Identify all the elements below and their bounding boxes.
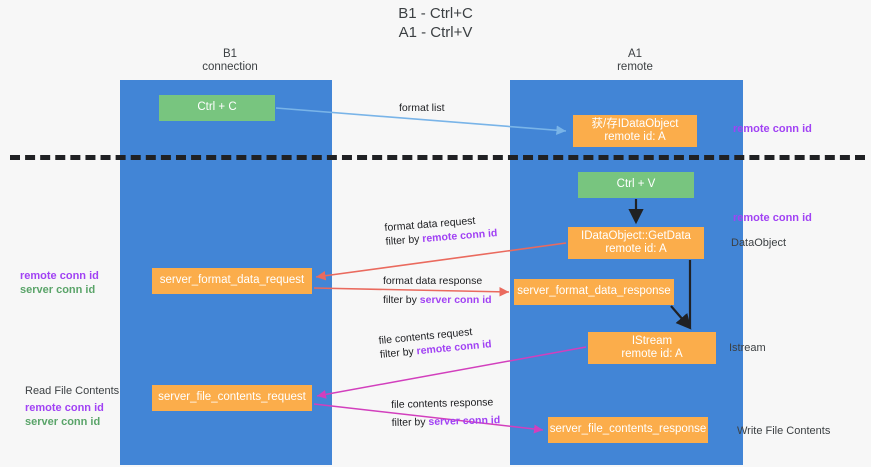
node-getdata-line1: IDataObject::GetData <box>581 229 691 242</box>
edge-label-format-data-request: format data request filter by remote con… <box>384 212 498 249</box>
filter-key: server conn id <box>419 294 492 306</box>
node-server-format-data-request[interactable]: server_format_data_request <box>152 268 312 294</box>
edge-label-format-data-response-filter: filter by server conn id <box>383 293 492 307</box>
annotation-left-conn-ids-top: remote conn id server conn id <box>20 269 99 297</box>
edge-label-format-list: format list <box>399 101 445 115</box>
filter-prefix: filter by <box>379 345 418 361</box>
phase-divider <box>10 155 865 160</box>
edge-label-file-contents-request: file contents request filter by remote c… <box>378 323 492 362</box>
node-ctrl-v[interactable]: Ctrl + V <box>578 172 694 198</box>
node-server-file-contents-request[interactable]: server_file_contents_request <box>152 385 312 411</box>
title-line-2: A1 - Ctrl+V <box>398 24 473 41</box>
annotation-left-server-conn-id-2: server conn id <box>25 416 101 428</box>
node-server-file-contents-request-label: server_file_contents_request <box>158 391 306 404</box>
node-ctrl-c[interactable]: Ctrl + C <box>159 95 275 121</box>
annotation-left-server-conn-id: server conn id <box>20 284 96 296</box>
column-a1-role: remote <box>617 61 653 73</box>
annotation-write-file-contents: Write File Contents <box>737 424 830 438</box>
node-istream-line2: remote id: A <box>621 348 683 360</box>
edge-label-file-contents-response-filter: filter by server conn id <box>391 413 500 430</box>
column-b1-role: connection <box>202 61 258 73</box>
edge-label-file-contents-response-text: file contents response <box>391 396 494 411</box>
node-server-format-data-response[interactable]: server_format_data_response <box>514 279 674 305</box>
node-istream-line1: IStream <box>631 334 673 347</box>
node-server-format-data-request-label: server_format_data_request <box>159 274 305 287</box>
annotation-left-remote-conn-id: remote conn id <box>20 270 99 282</box>
node-server-format-data-response-label: server_format_data_response <box>517 285 671 298</box>
edge-label-format-data-response: format data response filter by server co… <box>383 274 492 307</box>
annotation-left-remote-conn-id-2: remote conn id <box>25 402 104 414</box>
node-server-file-contents-response[interactable]: server_file_contents_response <box>548 417 708 443</box>
annotation-istream: Istream <box>729 341 766 355</box>
annotation-remote-conn-id-mid-text: remote conn id <box>733 212 812 224</box>
node-idataobject-line2: remote id: A <box>604 131 666 143</box>
edge-label-format-data-response-text: format data response <box>383 275 483 287</box>
edge-label-file-contents-response: file contents response filter by server … <box>391 395 500 430</box>
annotation-read-file-contents: Read File Contents <box>25 384 119 398</box>
annotation-remote-conn-id-mid: remote conn id <box>733 211 812 225</box>
node-idataobject-getdata[interactable]: IDataObject::GetData remote id: A <box>568 227 704 259</box>
node-ctrl-c-label: Ctrl + C <box>197 101 237 114</box>
node-idataobject[interactable]: 获/存IDataObject remote id: A <box>573 115 697 147</box>
column-b1-name: B1 <box>222 48 238 60</box>
annotation-istream-text: Istream <box>729 342 766 354</box>
column-header-a1: A1 remote <box>510 48 760 74</box>
annotation-remote-conn-id-top-text: remote conn id <box>733 123 812 135</box>
column-header-b1: B1 connection <box>120 48 340 74</box>
node-getdata-line2: remote id: A <box>605 243 667 255</box>
diagram-title: B1 - Ctrl+C A1 - Ctrl+V <box>0 4 871 42</box>
node-server-file-contents-response-label: server_file_contents_response <box>549 423 707 436</box>
title-line-1: B1 - Ctrl+C <box>398 5 473 22</box>
annotation-dataobject-text: DataObject <box>731 237 787 249</box>
node-istream[interactable]: IStream remote id: A <box>588 332 716 364</box>
filter-prefix: filter by <box>385 233 423 248</box>
filter-prefix: filter by <box>391 416 429 429</box>
annotation-read-file-contents-text: Read File Contents <box>25 385 120 397</box>
node-idataobject-line1: 获/存IDataObject <box>591 117 679 130</box>
annotation-write-file-contents-text: Write File Contents <box>737 425 831 437</box>
filter-key: server conn id <box>428 414 501 429</box>
edge-label-format-list-text: format list <box>399 102 445 114</box>
annotation-dataobject: DataObject <box>731 236 786 250</box>
column-a1-name: A1 <box>627 48 643 60</box>
annotation-left-conn-ids-bottom: remote conn id server conn id <box>25 401 104 429</box>
filter-prefix: filter by <box>383 294 420 306</box>
annotation-remote-conn-id-top: remote conn id <box>733 122 812 136</box>
node-ctrl-v-label: Ctrl + V <box>616 178 656 191</box>
